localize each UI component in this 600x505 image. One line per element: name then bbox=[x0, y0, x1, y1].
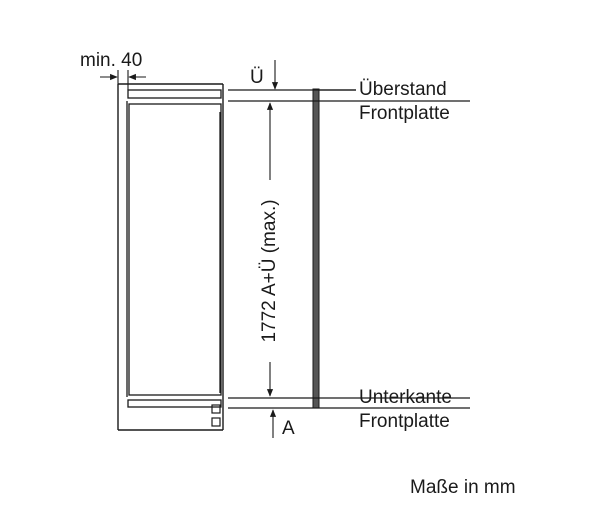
bottom-symbol: A bbox=[282, 418, 295, 439]
overhang-dimension: Ü bbox=[250, 60, 279, 90]
overhang-label-line2: Frontplatte bbox=[359, 103, 450, 124]
bottom-label-line2: Frontplatte bbox=[359, 411, 450, 432]
niche-outline bbox=[117, 83, 224, 431]
overhang-symbol: Ü bbox=[250, 67, 264, 88]
front-panel bbox=[312, 88, 320, 409]
min-gap-dimension: min. 40 bbox=[80, 50, 146, 90]
units-label: Maße in mm bbox=[410, 477, 516, 498]
bottom-label-line1: Unterkante bbox=[359, 387, 452, 408]
reference-lines bbox=[228, 89, 470, 409]
height-dimension: 1772 A+Ü (max.) bbox=[259, 102, 280, 397]
height-label: 1772 A+Ü (max.) bbox=[259, 199, 280, 342]
bottom-dimension: A bbox=[269, 409, 295, 439]
appliance-body bbox=[126, 89, 222, 427]
min-gap-label: min. 40 bbox=[80, 50, 142, 71]
overhang-label-line1: Überstand bbox=[359, 79, 447, 100]
